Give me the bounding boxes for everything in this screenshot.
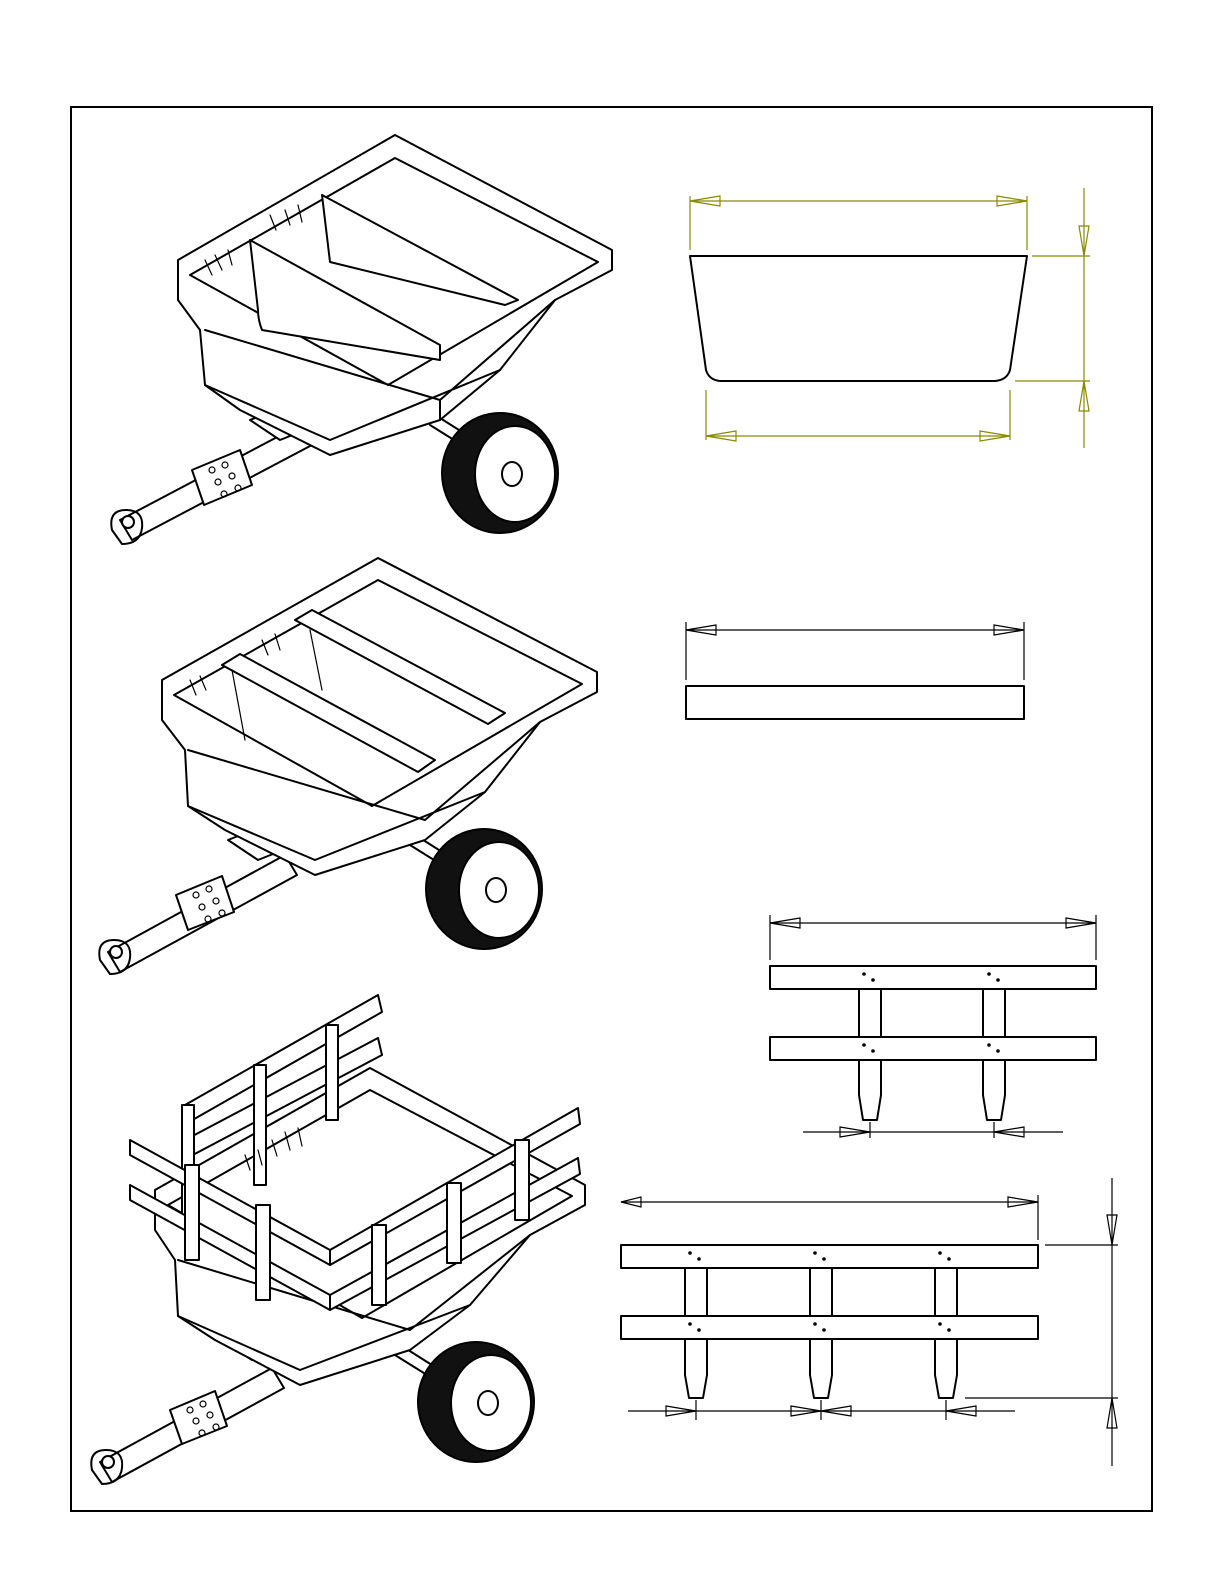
tub-outer — [162, 558, 597, 875]
wheel-3 — [418, 1342, 534, 1462]
dim-crossboard-length — [686, 622, 1024, 680]
dim-divider-bottom-width — [706, 390, 1010, 441]
dim-long-rail-post-spacing — [628, 1400, 1015, 1420]
divider-panel — [690, 256, 1027, 381]
crossboard-bar — [686, 686, 1024, 719]
tongue-hitch — [99, 855, 297, 974]
wheel-1 — [442, 413, 558, 533]
short-rail-detail — [770, 915, 1096, 1138]
dim-divider-height — [1015, 188, 1090, 448]
wheel-2 — [426, 829, 542, 949]
tub-outer — [178, 135, 612, 455]
dim-short-rail-post-spacing — [803, 1122, 1063, 1138]
dim-short-rail-length — [770, 915, 1096, 960]
divider-panel-detail — [690, 188, 1090, 448]
dim-divider-top-width — [690, 196, 1027, 250]
dim-long-rail-length — [621, 1195, 1038, 1240]
long-rail-detail — [621, 1178, 1118, 1466]
cart-figure-side-rails — [91, 995, 585, 1484]
cart-figure-dividers — [111, 135, 612, 544]
cart-figure-crossboards — [99, 558, 597, 974]
tongue-hitch — [91, 1368, 284, 1484]
crossboard-detail — [686, 622, 1024, 719]
tongue-hitch — [111, 425, 312, 544]
